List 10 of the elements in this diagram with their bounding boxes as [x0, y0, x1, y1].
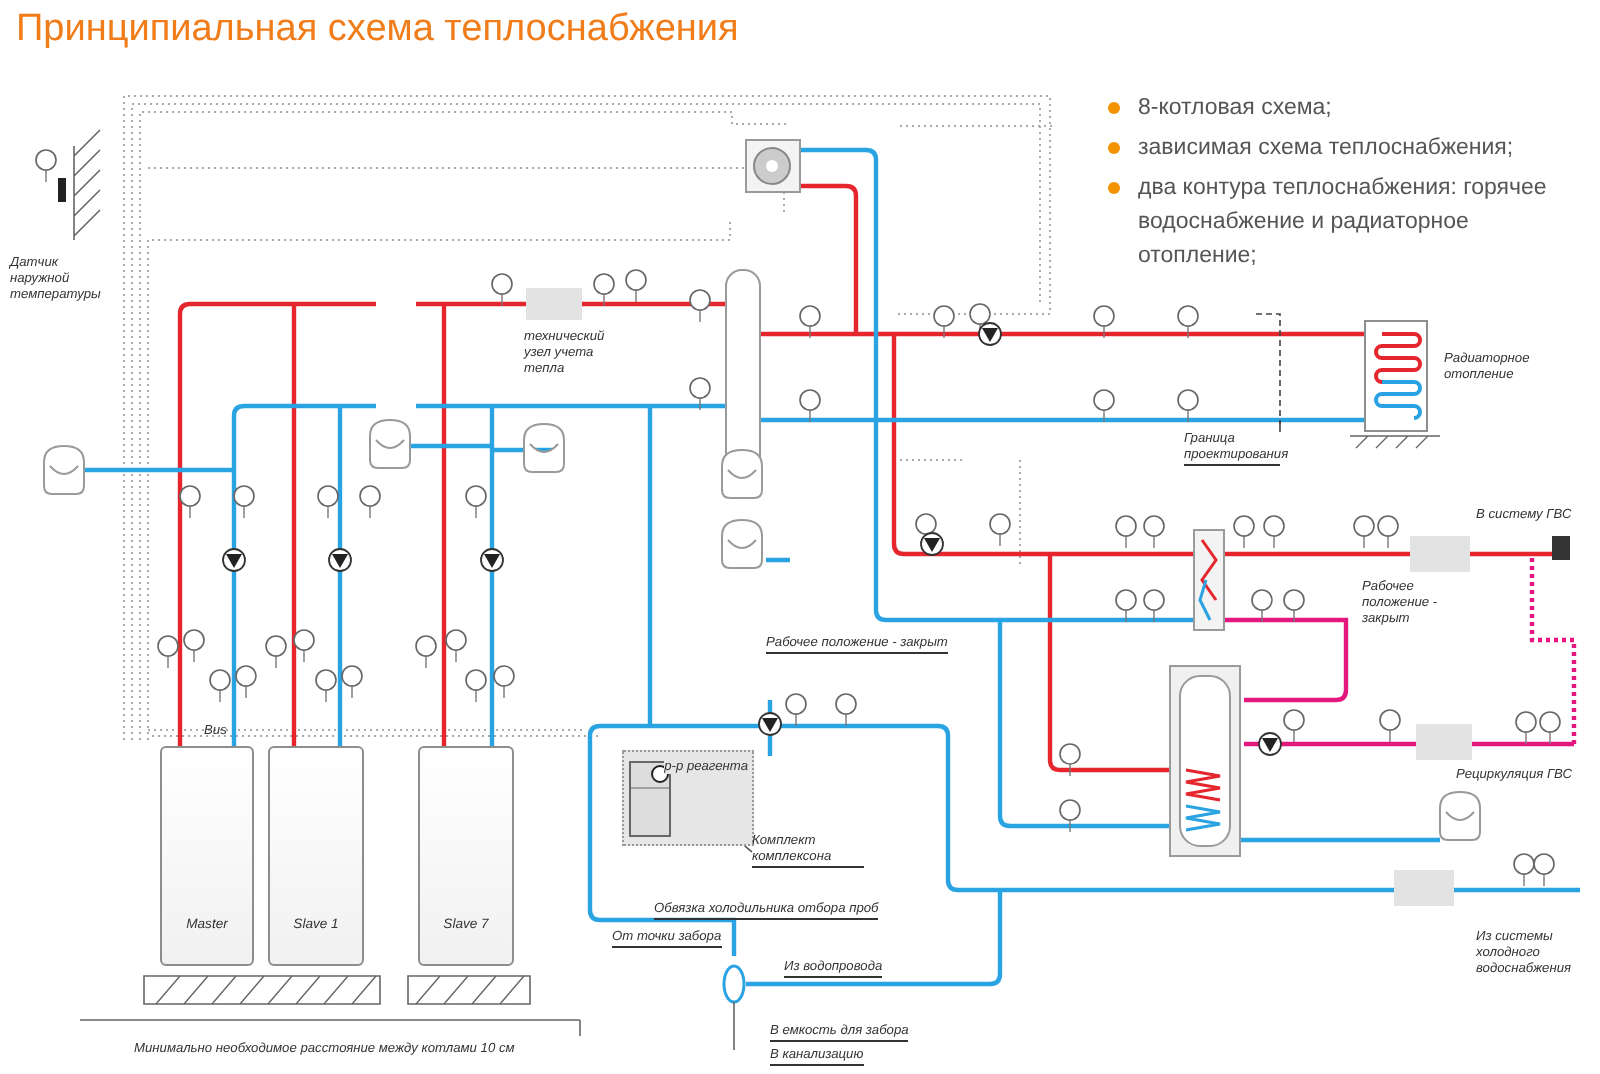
boiler-unit [160, 746, 254, 966]
bullet-text: зависимая схема теплоснабжения; [1138, 134, 1516, 164]
leader-line [744, 845, 753, 853]
reagent-unit [622, 750, 754, 846]
boiler-unit [268, 746, 364, 966]
diagram-title: Принципиальная схема теплоснабжения [16, 8, 739, 52]
boiler-unit [418, 746, 514, 966]
bullet-text: 8-котловая схема; [1138, 94, 1334, 124]
bullet-text: два контура теплоснабжения: горячее водоснабжение и радиаторное отопление; [1138, 174, 1549, 272]
leader-line [1279, 419, 1281, 433]
